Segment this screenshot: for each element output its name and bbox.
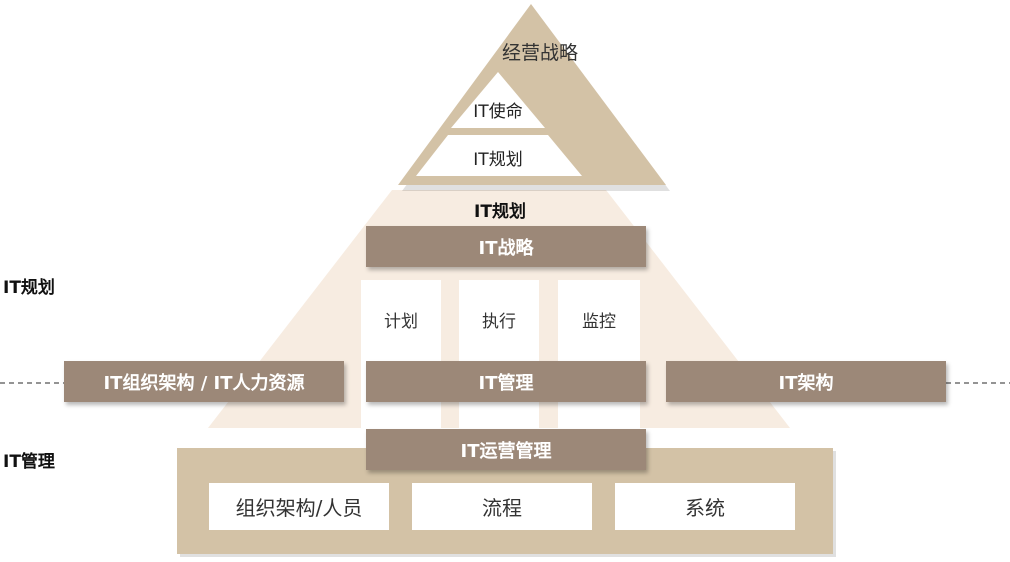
process-box: 流程 (412, 483, 592, 530)
monitor-label: 监控 (582, 312, 616, 332)
org-people-box: 组织架构/人员 (209, 483, 389, 530)
plan-column: 计划 (361, 280, 441, 428)
plan-label: 计划 (384, 312, 418, 332)
business-strategy-label: 经营战略 (501, 41, 578, 64)
it-strategy-bar: IT战略 (366, 226, 646, 267)
it-mission-label: IT使命 (473, 101, 523, 122)
side-label-it-planning: IT规划 (3, 278, 55, 298)
it-architecture-bar: IT架构 (666, 361, 946, 402)
it-operations-bar: IT运营管理 (366, 429, 646, 470)
monitor-column: 监控 (558, 280, 640, 428)
execute-column: 执行 (459, 280, 539, 428)
system-box: 系统 (615, 483, 795, 530)
it-planning-heading: IT规划 (474, 201, 526, 222)
execute-label: 执行 (482, 312, 516, 332)
inner-triangle-top (451, 72, 545, 128)
inner-trapezoid (416, 135, 582, 176)
it-org-hr-bar: IT组织架构 / IT人力资源 (64, 361, 344, 402)
side-label-it-management: IT管理 (3, 452, 55, 472)
it-planning-triangle-label: IT规划 (473, 149, 523, 170)
it-management-bar: IT管理 (366, 361, 646, 402)
